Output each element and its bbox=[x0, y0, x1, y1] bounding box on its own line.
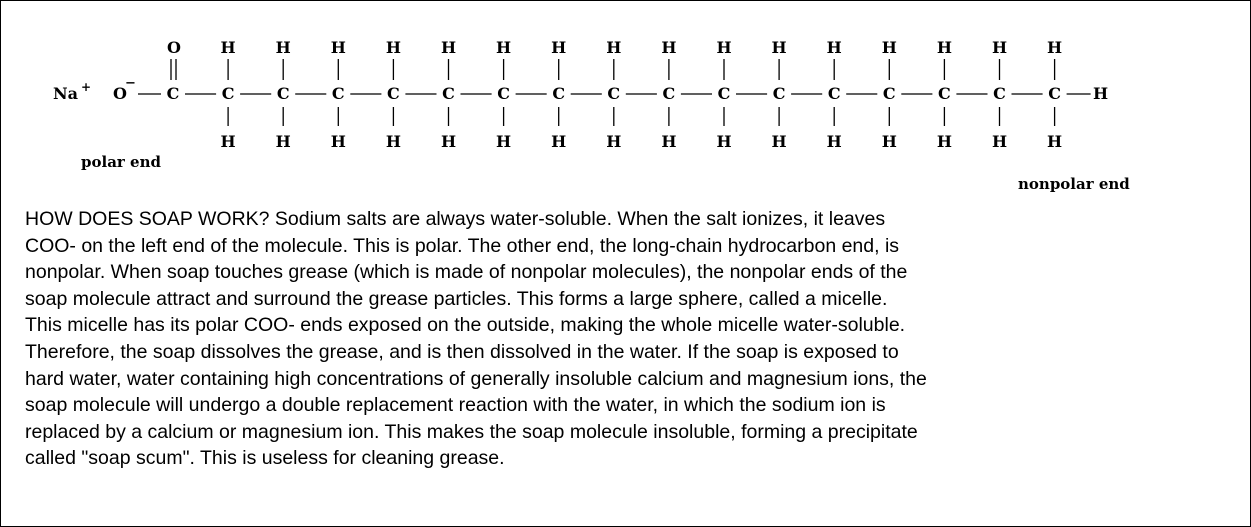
hydrogen-atom: H bbox=[882, 132, 897, 151]
sodium-charge: + bbox=[81, 80, 91, 94]
hydrogen-atom: H bbox=[992, 38, 1007, 57]
hydrogen-atom: H bbox=[496, 132, 511, 151]
text-line: replaced by a calcium or magnesium ion. … bbox=[25, 420, 918, 443]
polar-end-label: polar end bbox=[81, 153, 161, 171]
carbon-atom: C bbox=[938, 84, 951, 103]
terminal-hydrogen-atom: H bbox=[1093, 84, 1108, 103]
hydrogen-atom: H bbox=[221, 132, 236, 151]
hydrogen-atom: H bbox=[827, 132, 842, 151]
hydrocarbon-chain: C C H H C H H C H H C H H C H H C H H C H H C H H C H H C H H C H H C H H C H H… bbox=[167, 38, 1109, 151]
hydrogen-atom: H bbox=[772, 38, 787, 57]
hydrogen-atom: H bbox=[606, 132, 621, 151]
carbon-atom: C bbox=[167, 84, 180, 103]
carbon-atom: C bbox=[442, 84, 455, 103]
hydrogen-atom: H bbox=[276, 38, 291, 57]
hydrogen-atom: H bbox=[386, 132, 401, 151]
text-line: HOW DOES SOAP WORK? Sodium salts are alw… bbox=[25, 208, 886, 230]
carbon-atom: C bbox=[222, 84, 235, 103]
carbon-atom: C bbox=[993, 84, 1006, 103]
carbon-atom: C bbox=[387, 84, 400, 103]
hydrogen-atom: H bbox=[276, 132, 291, 151]
hydrogen-atom: H bbox=[992, 132, 1007, 151]
carbon-atom: C bbox=[277, 84, 290, 103]
sodium-symbol: Na bbox=[53, 84, 78, 103]
hydrogen-atom: H bbox=[1047, 38, 1062, 57]
hydrogen-atom: H bbox=[716, 132, 731, 151]
hydrogen-atom: H bbox=[496, 38, 511, 57]
hydrogen-atom: H bbox=[772, 132, 787, 151]
text-line: Therefore, the soap dissolves the grease… bbox=[25, 340, 899, 363]
hydrogen-atom: H bbox=[937, 132, 952, 151]
hydrogen-atom: H bbox=[551, 132, 566, 151]
carbon-atom: C bbox=[718, 84, 731, 103]
hydrogen-atom: H bbox=[606, 38, 621, 57]
hydrogen-atom: H bbox=[661, 38, 676, 57]
text-line: soap molecule attract and surround the g… bbox=[25, 287, 888, 310]
carbon-atom: C bbox=[883, 84, 896, 103]
carbon-atom: C bbox=[773, 84, 786, 103]
hydrogen-atom: H bbox=[331, 132, 346, 151]
hydrogen-atom: H bbox=[441, 132, 456, 151]
hydrogen-atom: H bbox=[331, 38, 346, 57]
carbon-atom: C bbox=[332, 84, 345, 103]
anion-charge: − bbox=[125, 76, 136, 91]
carbonyl-oxygen-symbol: O bbox=[167, 38, 181, 57]
carbon-atom: C bbox=[828, 84, 841, 103]
text-line: COO- on the left end of the molecule. Th… bbox=[25, 234, 900, 257]
text-line: called "soap scum". This is useless for … bbox=[25, 447, 505, 470]
carbon-atom: C bbox=[497, 84, 510, 103]
carbon-atom: C bbox=[663, 84, 676, 103]
hydrogen-atom: H bbox=[221, 38, 236, 57]
hydrogen-atom: H bbox=[882, 38, 897, 57]
anion-oxygen-symbol: O bbox=[113, 84, 127, 103]
carbon-atom: C bbox=[552, 84, 565, 103]
hydrogen-atom: H bbox=[937, 38, 952, 57]
hydrogen-atom: H bbox=[661, 132, 676, 151]
text-line: hard water, water containing high concen… bbox=[25, 367, 927, 390]
hydrogen-atom: H bbox=[827, 38, 842, 57]
hydrogen-atom: H bbox=[1047, 132, 1062, 151]
hydrogen-atom: H bbox=[441, 38, 456, 57]
hydrogen-atom: H bbox=[386, 38, 401, 57]
hydrogen-atom: H bbox=[716, 38, 731, 57]
text-line: nonpolar. When soap touches grease (whic… bbox=[25, 261, 908, 284]
text-line: soap molecule will undergo a double repl… bbox=[25, 394, 886, 417]
soap-explanation-text: HOW DOES SOAP WORK? Sodium salts are alw… bbox=[25, 206, 1240, 472]
hydrogen-atom: H bbox=[551, 38, 566, 57]
carbon-atom: C bbox=[607, 84, 620, 103]
carbon-atom: C bbox=[1048, 84, 1061, 103]
nonpolar-end-label: nonpolar end bbox=[1018, 175, 1130, 193]
text-line: This micelle has its polar COO- ends exp… bbox=[25, 314, 906, 337]
